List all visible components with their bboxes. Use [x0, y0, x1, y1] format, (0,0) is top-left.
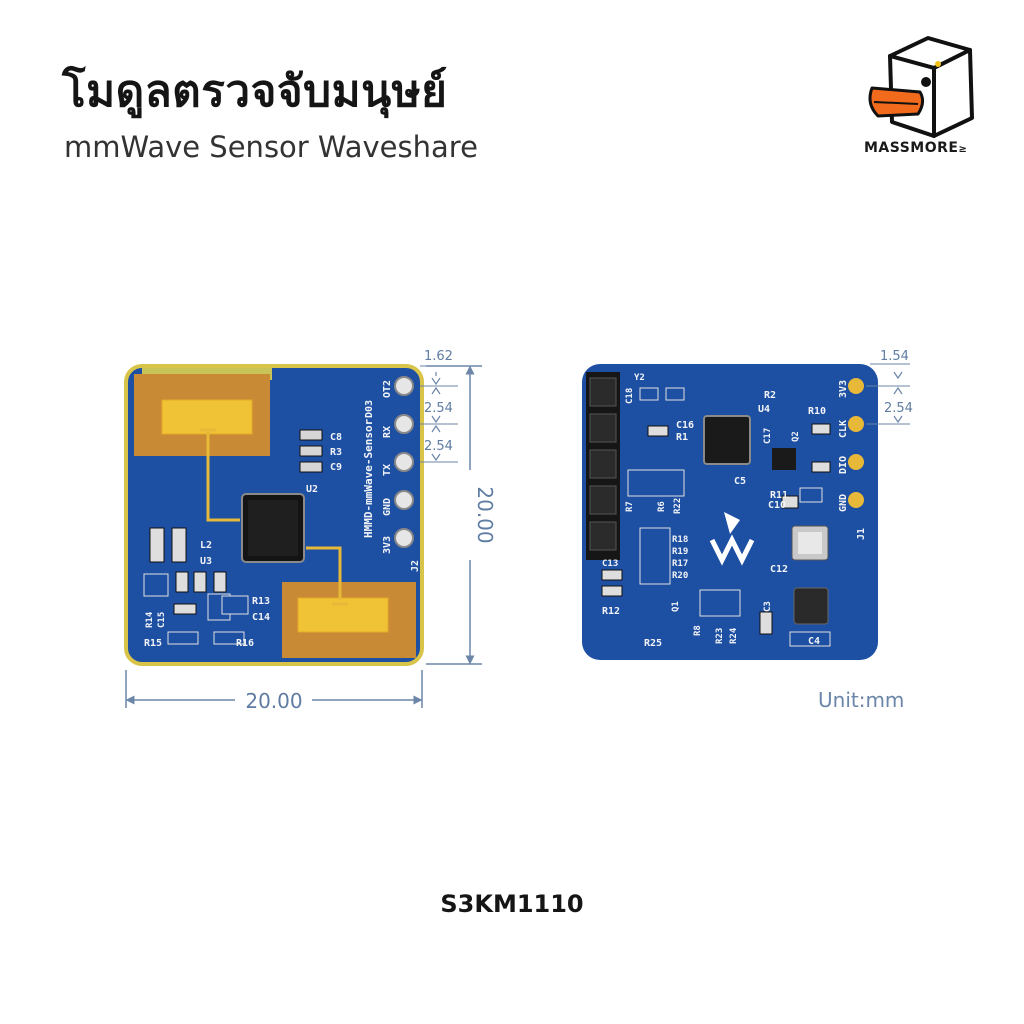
svg-text:RX: RX — [382, 426, 393, 438]
front-pitch-1-label: 2.54 — [424, 401, 453, 416]
svg-text:R7: R7 — [625, 501, 635, 512]
brand-mark-icon: ≥ — [958, 144, 968, 155]
svg-text:R18: R18 — [672, 535, 688, 545]
svg-text:U3: U3 — [200, 556, 212, 567]
svg-text:R10: R10 — [808, 406, 826, 417]
back-dimensions: 1.54 2.54 — [866, 349, 913, 425]
back-board: 3V3 CLK DIO GND J1 U4 R2 R10 C10 C12 C4 … — [582, 364, 878, 660]
svg-text:C8: C8 — [330, 432, 342, 443]
svg-text:OT2: OT2 — [382, 380, 393, 398]
svg-text:TX: TX — [382, 464, 393, 476]
svg-text:R8: R8 — [693, 625, 703, 636]
svg-text:Q1: Q1 — [671, 601, 681, 612]
svg-text:Y2: Y2 — [634, 373, 645, 383]
page-subtitle: mmWave Sensor Waveshare — [64, 130, 478, 164]
svg-text:J1: J1 — [856, 528, 867, 540]
svg-text:R24: R24 — [729, 627, 739, 644]
front-height-label: 20.00 — [473, 486, 497, 543]
svg-text:GND: GND — [382, 498, 393, 516]
page-title: โมดูลตรวจจับมนุษย์ — [62, 66, 448, 117]
svg-text:R2: R2 — [764, 390, 776, 401]
brand-name: MASSMORE≥ — [864, 140, 968, 156]
duck-box-logo-icon — [868, 36, 974, 138]
back-top-offset-label: 1.54 — [880, 349, 909, 364]
svg-text:R16: R16 — [236, 638, 254, 649]
svg-text:R14: R14 — [145, 611, 155, 628]
svg-text:R11: R11 — [770, 490, 788, 501]
model-number: S3KM1110 — [440, 890, 584, 918]
svg-text:C9: C9 — [330, 462, 342, 473]
front-width-label: 20.00 — [245, 689, 302, 713]
svg-text:C4: C4 — [808, 636, 820, 647]
front-dimensions: 20.00 20.00 1.62 2.54 2.54 — [125, 349, 497, 713]
svg-text:3V3: 3V3 — [838, 380, 849, 398]
front-pitch-2-label: 2.54 — [424, 439, 453, 454]
svg-text:C10: C10 — [768, 500, 786, 511]
front-board: HMMD-mmWave-Sensor 3V3 GND TX RX OT2 D03… — [124, 364, 424, 666]
svg-text:C13: C13 — [602, 559, 618, 569]
svg-text:R25: R25 — [644, 638, 662, 649]
svg-text:U2: U2 — [306, 484, 318, 495]
svg-text:C18: C18 — [625, 388, 635, 404]
svg-text:R22: R22 — [673, 498, 683, 514]
svg-text:R17: R17 — [672, 559, 688, 569]
svg-text:R6: R6 — [657, 501, 667, 512]
svg-text:R20: R20 — [672, 571, 688, 581]
svg-text:C16: C16 — [676, 420, 694, 431]
svg-text:J2: J2 — [410, 560, 421, 572]
svg-text:R12: R12 — [602, 606, 620, 617]
svg-text:R13: R13 — [252, 596, 270, 607]
svg-text:U4: U4 — [758, 404, 770, 415]
front-top-offset-label: 1.62 — [424, 349, 453, 364]
svg-text:CLK: CLK — [838, 420, 849, 438]
back-pitch-label: 2.54 — [884, 401, 913, 416]
svg-text:R23: R23 — [715, 628, 725, 644]
svg-text:DIO: DIO — [838, 456, 849, 474]
unit-label: Unit:mm — [818, 688, 905, 712]
svg-text:3V3: 3V3 — [382, 536, 393, 554]
svg-text:C14: C14 — [252, 612, 270, 623]
svg-text:C17: C17 — [763, 428, 773, 444]
svg-text:D03: D03 — [364, 400, 375, 418]
svg-text:C12: C12 — [770, 564, 788, 575]
svg-text:R15: R15 — [144, 638, 162, 649]
svg-text:R19: R19 — [672, 547, 688, 557]
svg-text:C3: C3 — [763, 601, 773, 612]
svg-text:R3: R3 — [330, 447, 342, 458]
svg-text:R1: R1 — [676, 432, 688, 443]
svg-text:L2: L2 — [200, 540, 212, 551]
svg-text:GND: GND — [838, 494, 849, 512]
svg-text:C15: C15 — [157, 612, 167, 628]
svg-text:C5: C5 — [734, 476, 746, 487]
svg-text:HMMD-mmWave-Sensor: HMMD-mmWave-Sensor — [362, 418, 375, 538]
svg-text:Q2: Q2 — [791, 431, 801, 442]
